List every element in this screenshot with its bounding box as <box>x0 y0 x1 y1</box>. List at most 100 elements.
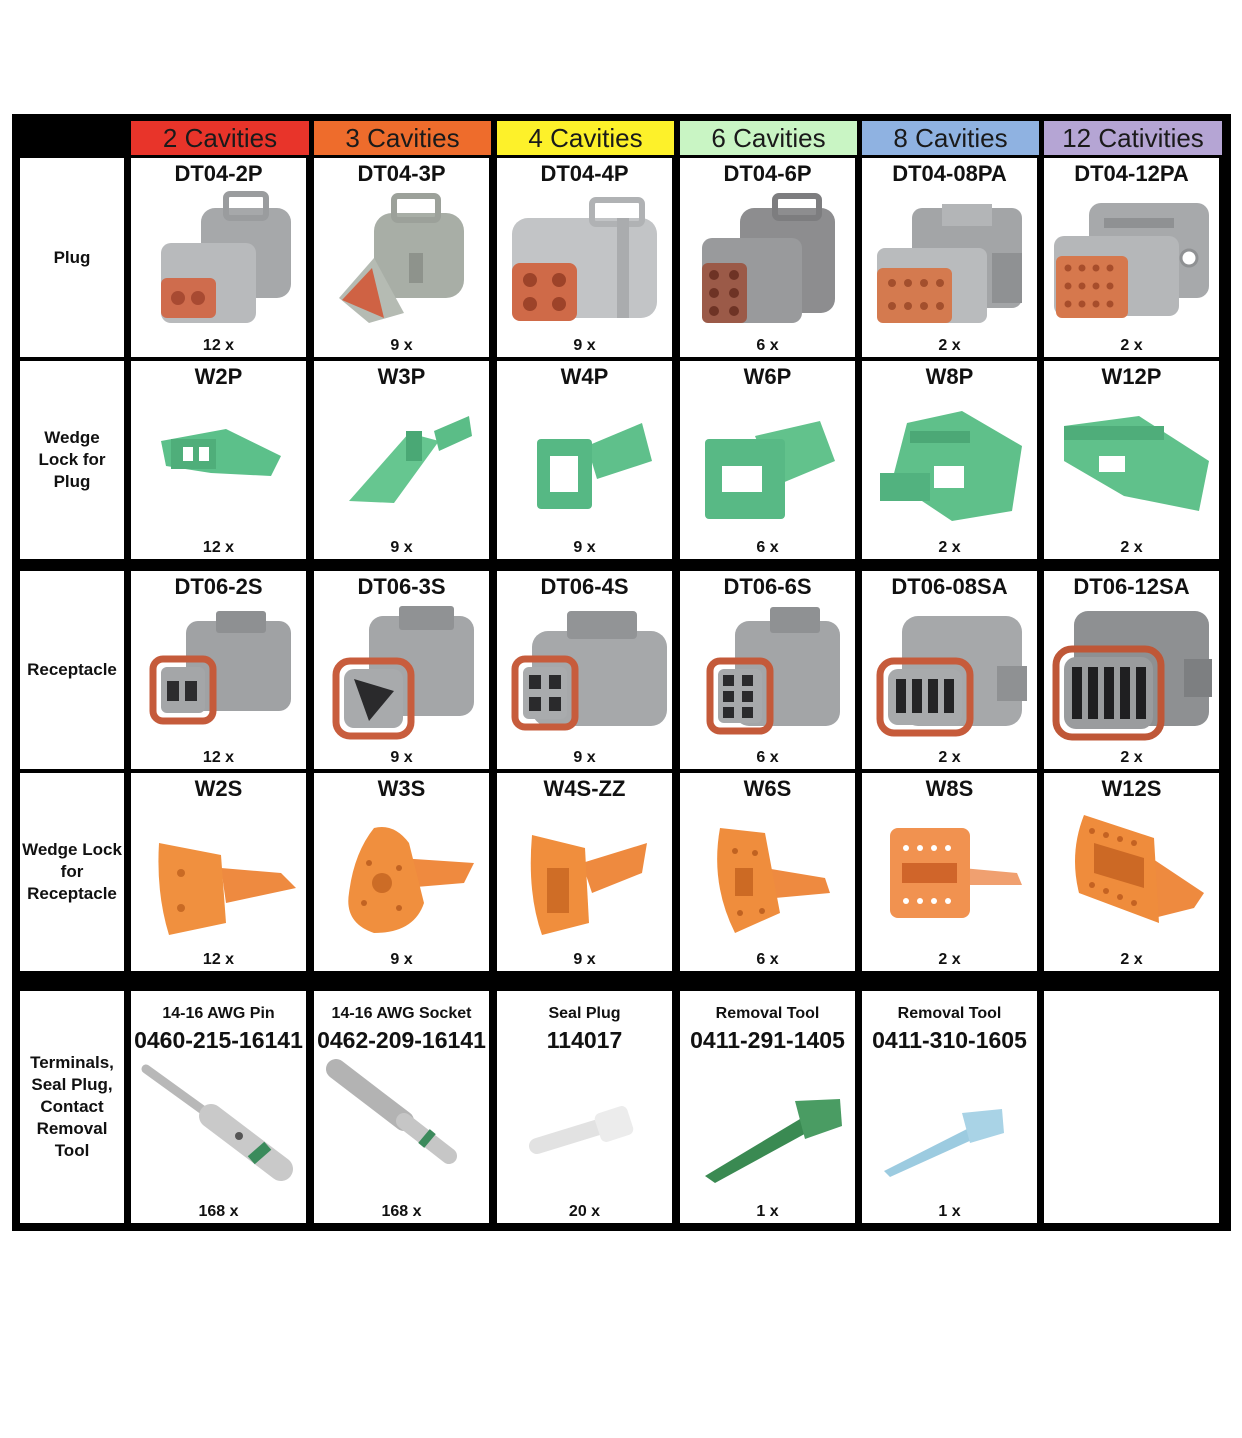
part-number: DT04-4P <box>540 161 629 186</box>
part-number: 0411-310-1605 <box>872 1027 1027 1053</box>
terminal-cell[interactable]: Seal Plug 114017 20 x <box>497 991 672 1223</box>
part-number: DT04-3P <box>357 161 446 186</box>
quantity: 12 x <box>202 749 235 766</box>
part-number: W2S <box>194 776 243 801</box>
wedge-plug-cell[interactable]: W4P 9 x <box>497 361 672 559</box>
item-description: Removal Tool <box>897 1005 1002 1022</box>
row-label-receptacle: Receptacle <box>20 571 124 769</box>
quantity: 6 x <box>756 951 779 968</box>
quantity: 1 x <box>938 1203 961 1220</box>
plug-cell[interactable]: DT04-12PA 2 x <box>1044 158 1219 357</box>
wedge-receptacle-cell[interactable]: W2S 12 x <box>131 773 306 971</box>
wedge-lock-icon <box>890 828 1022 918</box>
part-number: DT04-2P <box>174 161 263 186</box>
header-2-cavities: 2 Cavities <box>131 121 309 155</box>
header-3-cavities: 3 Cavities <box>314 121 491 155</box>
wedge-lock-icon <box>705 421 835 519</box>
part-number: W2P <box>194 364 243 389</box>
part-number: W8P <box>925 364 974 389</box>
receptacle-icon <box>511 611 667 731</box>
quantity: 9 x <box>573 951 596 968</box>
part-number: W6P <box>743 364 792 389</box>
receptacle-icon <box>706 607 840 735</box>
wedge-receptacle-cell[interactable]: W12S 2 x <box>1044 773 1219 971</box>
wedge-plug-cell[interactable]: W12P 2 x <box>1044 361 1219 559</box>
removal-tool-icon <box>884 1109 1004 1177</box>
plug-cell[interactable]: DT04-08PA 2 x <box>862 158 1037 357</box>
wedge-lock-icon <box>1075 815 1204 923</box>
plug-cell[interactable]: DT04-3P 9 x <box>314 158 489 357</box>
wedge-lock-icon <box>717 828 830 933</box>
quantity: 2 x <box>938 539 961 556</box>
plug-cell[interactable]: DT04-4P 9 x <box>497 158 672 357</box>
part-number: W12S <box>1101 776 1162 801</box>
quantity: 2 x <box>1120 337 1143 354</box>
part-number: W6S <box>743 776 792 801</box>
quantity: 9 x <box>390 539 413 556</box>
receptacle-cell[interactable]: DT06-12SA 2 x <box>1044 571 1219 769</box>
part-number: DT06-6S <box>723 574 812 599</box>
receptacle-icon <box>149 611 291 725</box>
wedge-lock-icon <box>161 429 281 476</box>
wedge-plug-cell[interactable]: W8P 2 x <box>862 361 1037 559</box>
part-number: W4S-ZZ <box>543 776 626 801</box>
header-6-cavities: 6 Cavities <box>680 121 857 155</box>
quantity: 12 x <box>202 951 235 968</box>
terminal-cell[interactable]: 14-16 AWG Pin 0460-215-16141 168 x <box>131 991 306 1223</box>
socket-terminal-icon <box>326 1059 457 1164</box>
quantity: 12 x <box>202 337 235 354</box>
receptacle-cell[interactable]: DT06-6S 6 x <box>680 571 855 769</box>
wedge-lock-icon <box>1064 416 1209 511</box>
row-label-wedge-lock-plug: Wedge Lock for Plug <box>20 361 124 559</box>
part-number: W3S <box>377 776 426 801</box>
row-label-wedge-lock-receptacle: Wedge Lock for Receptacle <box>20 773 124 971</box>
pin-terminal-icon <box>141 1064 293 1181</box>
item-description: 14-16 AWG Pin <box>162 1005 275 1022</box>
receptacle-cell[interactable]: DT06-4S 9 x <box>497 571 672 769</box>
wedge-lock-icon <box>348 827 474 933</box>
quantity: 6 x <box>756 749 779 766</box>
quantity: 6 x <box>756 539 779 556</box>
wedge-receptacle-cell[interactable]: W8S 2 x <box>862 773 1037 971</box>
part-number: W12P <box>1101 364 1162 389</box>
wedge-lock-icon <box>349 416 472 503</box>
quantity: 9 x <box>573 539 596 556</box>
quantity: 168 x <box>198 1203 239 1220</box>
wedge-lock-icon <box>530 835 647 935</box>
part-number: W3P <box>377 364 426 389</box>
quantity: 9 x <box>390 749 413 766</box>
quantity: 2 x <box>938 337 961 354</box>
part-number: 0462-209-16141 <box>317 1027 486 1053</box>
plug-icon <box>1054 203 1209 318</box>
item-description: Removal Tool <box>715 1005 820 1022</box>
wedge-lock-icon <box>158 843 296 935</box>
wedge-receptacle-cell[interactable]: W3S 9 x <box>314 773 489 971</box>
part-number: 114017 <box>546 1027 623 1053</box>
quantity: 2 x <box>938 951 961 968</box>
header-4-cavities: 4 Cavities <box>497 121 674 155</box>
plug-cell[interactable]: DT04-6P 6 x <box>680 158 855 357</box>
quantity: 2 x <box>1120 951 1143 968</box>
terminal-cell[interactable]: Removal Tool 0411-310-1605 1 x <box>862 991 1037 1223</box>
wedge-receptacle-cell[interactable]: W4S-ZZ 9 x <box>497 773 672 971</box>
receptacle-cell[interactable]: DT06-2S 12 x <box>131 571 306 769</box>
wedge-plug-cell[interactable]: W3P 9 x <box>314 361 489 559</box>
terminal-cell[interactable]: Removal Tool 0411-291-1405 1 x <box>680 991 855 1223</box>
plug-icon <box>877 204 1022 323</box>
wedge-plug-cell[interactable]: W2P 12 x <box>131 361 306 559</box>
terminal-cell[interactable]: 14-16 AWG Socket 0462-209-16141 168 x <box>314 991 489 1223</box>
receptacle-cell[interactable]: DT06-3S 9 x <box>314 571 489 769</box>
header-8-cavities: 8 Cavities <box>862 121 1039 155</box>
wedge-lock-icon <box>537 423 652 509</box>
plug-cell[interactable]: DT04-2P 12 x <box>131 158 306 357</box>
plug-icon <box>512 197 657 321</box>
part-number: DT04-6P <box>723 161 812 186</box>
wedge-plug-cell[interactable]: W6P 6 x <box>680 361 855 559</box>
plug-icon <box>702 193 835 323</box>
part-number: DT06-12SA <box>1073 574 1190 599</box>
part-number: 0460-215-16141 <box>134 1027 303 1053</box>
item-description: Seal Plug <box>548 1005 621 1022</box>
part-number: W4P <box>560 364 609 389</box>
wedge-receptacle-cell[interactable]: W6S 6 x <box>680 773 855 971</box>
receptacle-cell[interactable]: DT06-08SA 2 x <box>862 571 1037 769</box>
